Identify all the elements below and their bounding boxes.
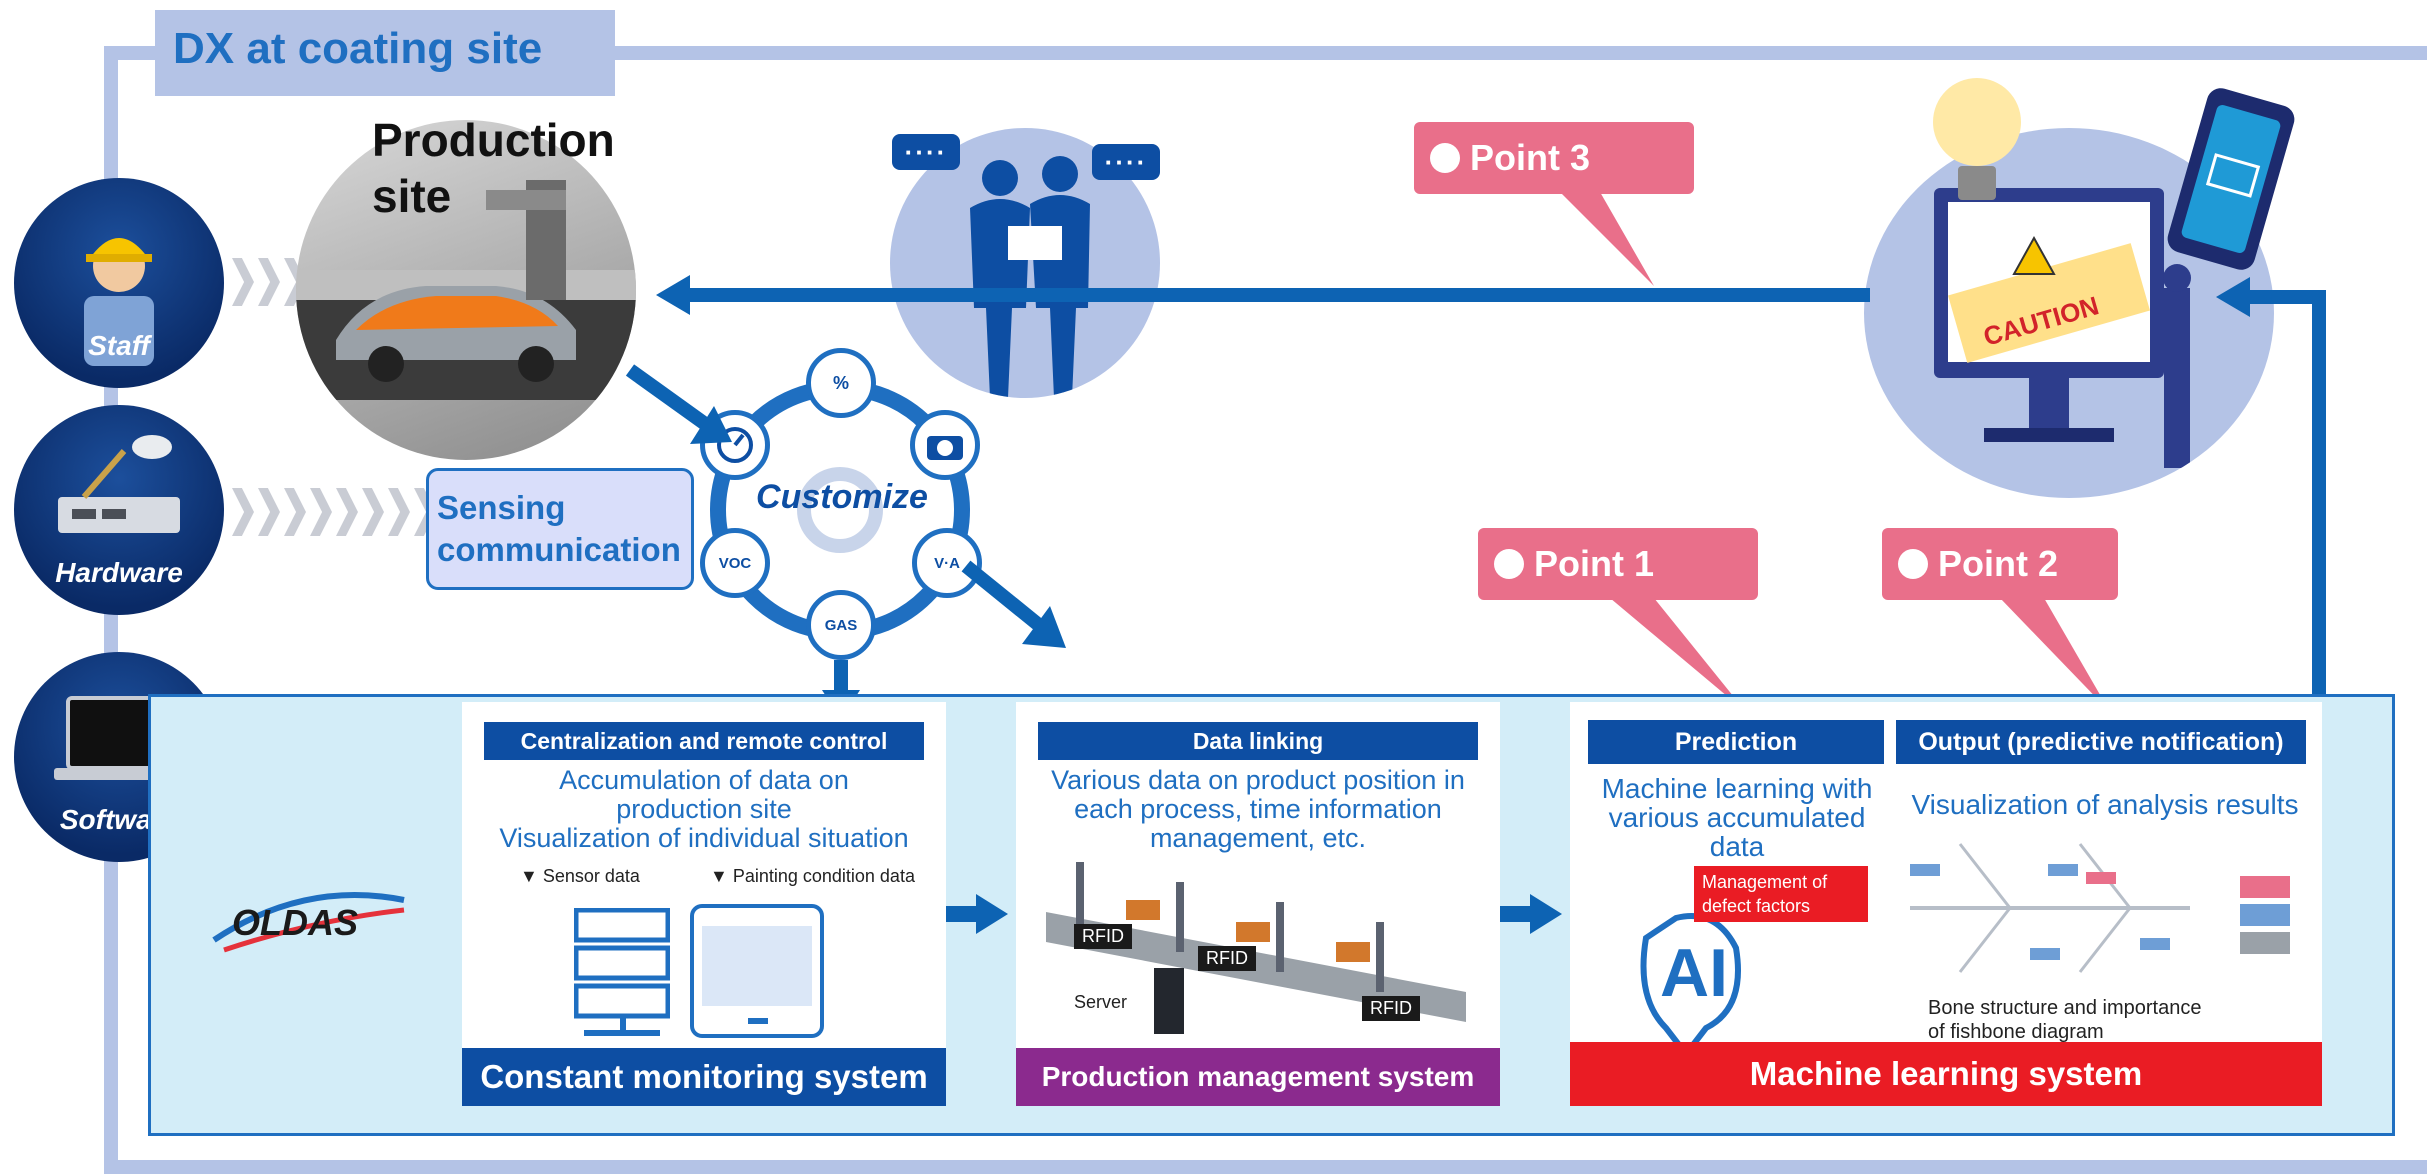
lightbulb-icon xyxy=(1898,549,1928,579)
prediction-text-line1: Machine learning with xyxy=(1601,773,1873,804)
importance-legend-icon xyxy=(2240,876,2290,954)
production-management-footer: Production management system xyxy=(1016,1048,1500,1106)
chevrons-staff xyxy=(232,258,306,306)
point-1-label: Point 1 xyxy=(1534,543,1655,584)
production-management-text-line1: Various data on product position in xyxy=(1051,765,1465,795)
point-2-badge: Point 2 xyxy=(1882,528,2118,600)
defect-factors-line2: defect factors xyxy=(1702,896,1811,916)
sensor-data-label: ▼ Sensor data xyxy=(520,866,640,886)
defect-factors-line1: Management of xyxy=(1702,872,1828,892)
point-3-badge: Point 3 xyxy=(1414,122,1694,194)
rfid-tag-2: RFID xyxy=(1198,946,1256,971)
production-management-header: Data linking xyxy=(1038,722,1478,760)
constant-monitoring-header: Centralization and remote control xyxy=(484,722,924,760)
fishbone-caption-line2: of fishbone diagram xyxy=(1928,1021,2104,1043)
production-site-title: Production site xyxy=(372,112,652,224)
constant-monitoring-text: Accumulation of data on production site … xyxy=(462,766,946,853)
car-painting-icon xyxy=(296,180,636,400)
arrow-from-customize xyxy=(961,560,1066,648)
constant-monitoring-card: Centralization and remote control Accumu… xyxy=(462,702,946,1106)
smartphone-mail-icon xyxy=(2167,88,2295,270)
fishbone-diagram-icon xyxy=(1910,843,2190,973)
fishbone-caption: Bone structure and importance of fishbon… xyxy=(1928,996,2202,1044)
arrow-down-shaft xyxy=(834,660,848,690)
production-site-title-line2: site xyxy=(372,170,452,222)
router-icon xyxy=(58,435,180,533)
production-management-text-line2: each process, time information xyxy=(1074,794,1442,824)
camera-icon xyxy=(910,410,980,480)
gear-icon xyxy=(797,467,883,553)
output-header: Output (predictive notification) xyxy=(1896,720,2306,764)
ai-label: AI xyxy=(1660,935,1728,1011)
painting-data-label: ▼ Painting condition data xyxy=(710,866,915,886)
customize-label: Customize xyxy=(756,478,928,516)
output-text: Visualization of analysis results xyxy=(1911,789,2299,820)
point-3-pointer xyxy=(1560,192,1654,286)
flow-arrow-2-head xyxy=(1530,894,1562,934)
gas-icon: GAS xyxy=(806,590,876,660)
humidity-icon: % xyxy=(806,348,876,418)
lightbulb-icon xyxy=(1933,78,2021,200)
sensing-line2: communication xyxy=(437,531,681,568)
flow-arrow-2-shaft xyxy=(1500,906,1530,922)
actor-hardware: Hardware xyxy=(14,405,224,615)
production-site-title-line1: Production xyxy=(372,114,615,166)
flow-arrow-1-shaft xyxy=(946,906,976,922)
lightbulb-icon xyxy=(1494,549,1524,579)
speech-bubble-2: ···· xyxy=(1092,144,1160,180)
prediction-text: Machine learning with various accumulate… xyxy=(1580,774,1894,861)
production-management-text-line3: management, etc. xyxy=(1149,823,1367,853)
oldas-logo: OLDAS xyxy=(204,880,414,960)
ai-brain-icon: AI xyxy=(1626,898,1756,1058)
conveyor-line-icon xyxy=(1046,862,1466,1034)
voc-icon: VOC xyxy=(700,528,770,598)
defect-factors-badge: Management of defect factors xyxy=(1694,866,1868,922)
prediction-header: Prediction xyxy=(1588,720,1884,764)
fishbone-caption-line1: Bone structure and importance xyxy=(1928,997,2202,1019)
point-2-label: Point 2 xyxy=(1938,543,2059,584)
point-1-badge: Point 1 xyxy=(1478,528,1758,600)
feedback-arrowhead-left xyxy=(656,275,690,315)
production-management-text: Various data on product position in each… xyxy=(1016,766,1500,853)
sensing-communication-box: Sensing communication xyxy=(426,468,694,590)
oldas-logo-text: OLDAS xyxy=(232,902,358,943)
feedback-line-top xyxy=(690,288,1870,302)
feedback-line-right-top xyxy=(2246,290,2326,304)
prediction-text-line2: various accumulated xyxy=(1608,802,1866,833)
server-label: Server xyxy=(1074,992,1128,1012)
constant-monitoring-footer: Constant monitoring system xyxy=(462,1048,946,1106)
constant-monitoring-text-line1: Accumulation of data on xyxy=(559,765,849,795)
page-title: DX at coating site xyxy=(155,10,615,96)
constant-monitoring-text-line3: Visualization of individual situation xyxy=(499,823,909,853)
arrow-to-customize xyxy=(625,364,732,444)
sensing-line1: Sensing xyxy=(437,489,566,526)
point-2-pointer xyxy=(2000,598,2110,712)
dashboard-tablet-icon xyxy=(690,904,824,1038)
worker-icon xyxy=(84,238,154,366)
actor-label-hardware: Hardware xyxy=(55,557,183,588)
machine-learning-card: Prediction Output (predictive notificati… xyxy=(1570,702,2322,1106)
production-management-card: Data linking Various data on product pos… xyxy=(1016,702,1500,1106)
point-3-label: Point 3 xyxy=(1470,137,1591,178)
prediction-text-line3: data xyxy=(1709,831,1765,862)
production-site-image xyxy=(296,120,636,460)
rfid-tag-1: RFID xyxy=(1074,924,1132,949)
point-1-pointer xyxy=(1610,598,1746,712)
feedback-arrowhead-right xyxy=(2216,277,2250,317)
lightbulb-icon xyxy=(1430,143,1460,173)
actor-label-staff: Staff xyxy=(88,330,150,361)
chevrons-hardware xyxy=(232,488,436,536)
server-rack-icon xyxy=(574,908,670,1036)
machine-learning-footer: Machine learning system xyxy=(1570,1042,2322,1106)
flow-arrow-1-head xyxy=(976,894,1008,934)
monitor-caution-icon xyxy=(1934,188,2191,468)
rfid-tag-3: RFID xyxy=(1362,996,1420,1021)
speech-bubble-1: ···· xyxy=(892,134,960,170)
actor-staff: Staff xyxy=(14,178,224,388)
constant-monitoring-text-line2: production site xyxy=(616,794,792,824)
